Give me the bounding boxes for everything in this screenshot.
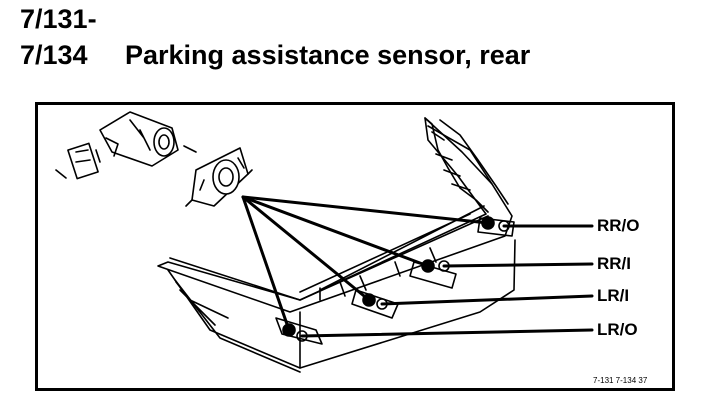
pointer-rr-i-sensor (241, 195, 430, 268)
title-code-line-1: 7/131- (20, 4, 97, 34)
leader-lr-i (380, 294, 594, 306)
leader-lr-o (300, 328, 594, 338)
title-line-2: 7/134 Parking assistance sensor, rear (20, 40, 530, 70)
pointer-lr-o-sensor (241, 195, 291, 332)
page-title: Parking assistance sensor, rear (125, 40, 531, 70)
figure-reference: 7-131 7-134 37 (593, 376, 648, 385)
label-lr-o: LR/O (597, 320, 638, 339)
diagram-frame (35, 102, 675, 391)
pointer-rr-o-sensor (241, 195, 490, 225)
label-lr-i: LR/I (597, 286, 630, 305)
leader-rr-i (442, 262, 594, 268)
pointer-lr-i-sensor (241, 195, 371, 302)
mounting-flange (424, 117, 489, 213)
sensor-assembly (55, 111, 253, 207)
bumper-skirt (167, 239, 516, 369)
title-code-line-2: 7/134 (20, 40, 88, 70)
label-rr-o: RR/O (597, 216, 640, 235)
label-rr-i: RR/I (597, 254, 631, 273)
